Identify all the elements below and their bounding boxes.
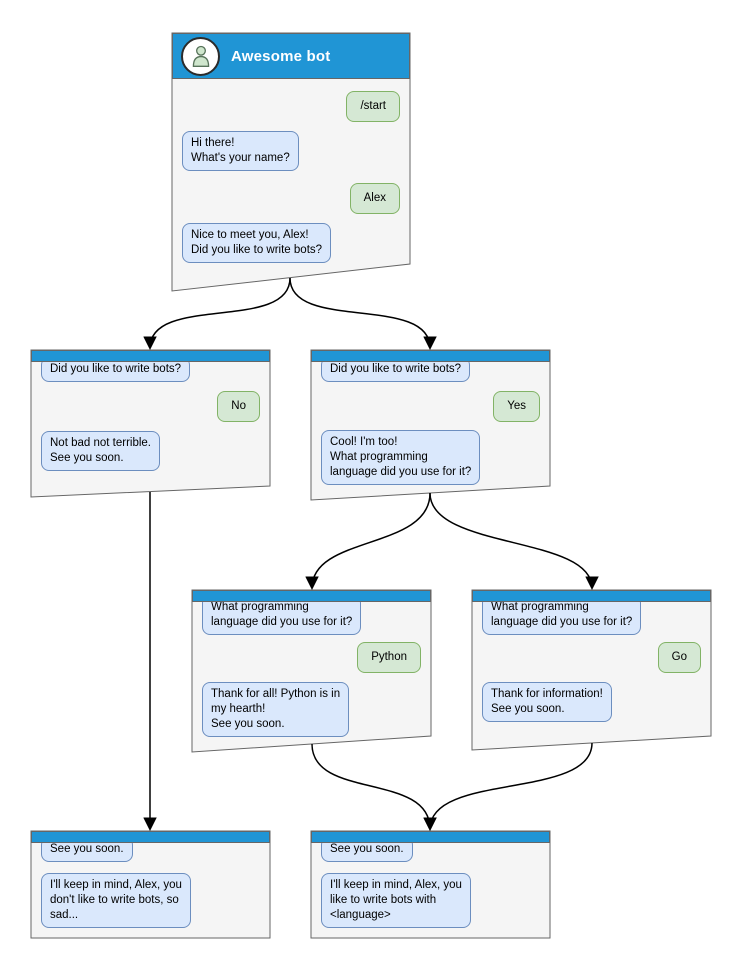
edge-root-to-no	[143, 277, 291, 351]
user-message: Yes	[493, 391, 540, 422]
edge-root-to-yes	[289, 277, 437, 351]
chat-header-strip	[31, 831, 270, 843]
chat-header-strip	[192, 590, 431, 602]
chat-branch-go-body: What programming language did you use fo…	[482, 595, 701, 722]
chat-header-strip	[472, 590, 711, 602]
chat-window-header: Awesome bot	[172, 33, 410, 79]
chat-end-no-body: See you soon. I'll keep in mind, Alex, y…	[41, 837, 260, 928]
edge-yes-to-go	[429, 492, 599, 591]
chat-header-strip	[311, 350, 550, 362]
user-message: Python	[357, 642, 421, 673]
edge-yes-to-python	[305, 492, 431, 591]
bot-message: Thank for all! Python is in my hearth! S…	[202, 682, 350, 737]
bot-message: I'll keep in mind, Alex, you don't like …	[41, 873, 191, 928]
bot-message: Not bad not terrible. See you soon.	[41, 431, 161, 471]
bot-message: Nice to meet you, Alex! Did you like to …	[182, 223, 332, 263]
chat-branch-python-body: What programming language did you use fo…	[202, 595, 421, 737]
bot-avatar-icon	[181, 36, 220, 76]
bot-message: Thank for information! See you soon.	[482, 682, 612, 722]
chat-root-body: /start Hi there! What's your name? Alex …	[182, 79, 400, 263]
chat-header-strip	[31, 350, 270, 362]
chat-window-title: Awesome bot	[231, 47, 331, 65]
chat-branch-no-body: Did you like to write bots? No Not bad n…	[41, 357, 260, 471]
chat-branch-yes-body: Did you like to write bots? Yes Cool! I'…	[321, 357, 540, 485]
chat-end-yes-body: See you soon. I'll keep in mind, Alex, y…	[321, 837, 540, 928]
edge-go-to-end	[423, 742, 593, 832]
chat-header-strip	[311, 831, 550, 843]
bot-message: I'll keep in mind, Alex, you like to wri…	[321, 873, 471, 928]
user-message: /start	[346, 91, 400, 122]
user-message: No	[217, 391, 260, 422]
user-message: Go	[657, 642, 701, 673]
bot-message: Hi there! What's your name?	[182, 131, 299, 171]
bot-message: Cool! I'm too! What programming language…	[321, 430, 481, 485]
edge-python-to-end	[311, 743, 437, 832]
edges	[143, 277, 599, 832]
user-message: Alex	[349, 183, 400, 214]
